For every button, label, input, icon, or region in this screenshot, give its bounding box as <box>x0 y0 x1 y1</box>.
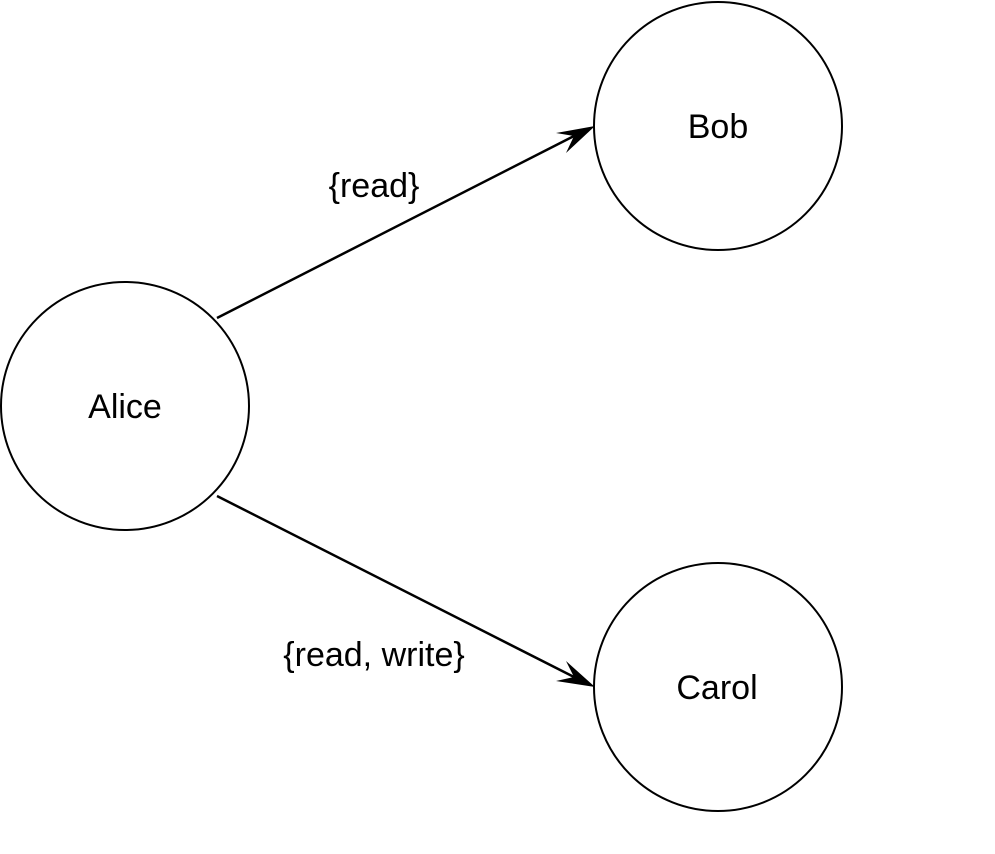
node-carol: Carol <box>593 562 843 812</box>
edge-line-alice-carol <box>216 494 575 679</box>
edge-alice-carol: {read, write} <box>216 494 595 687</box>
node-label-carol: Carol <box>676 669 757 707</box>
node-circle-bob <box>593 1 843 251</box>
node-alice: Alice <box>0 281 250 531</box>
edge-label-alice-bob: {read} <box>329 167 420 205</box>
edge-alice-bob: {read} <box>216 126 595 320</box>
edge-label-alice-carol: {read, write} <box>283 636 464 674</box>
node-bob: Bob <box>593 1 843 251</box>
node-label-alice: Alice <box>88 388 162 426</box>
node-circle-alice <box>0 281 250 531</box>
edge-line-alice-bob <box>216 134 575 320</box>
node-label-bob: Bob <box>688 108 749 146</box>
arrowhead-bob <box>556 126 595 153</box>
arrowhead-carol <box>556 661 595 687</box>
node-circle-carol <box>593 562 843 812</box>
